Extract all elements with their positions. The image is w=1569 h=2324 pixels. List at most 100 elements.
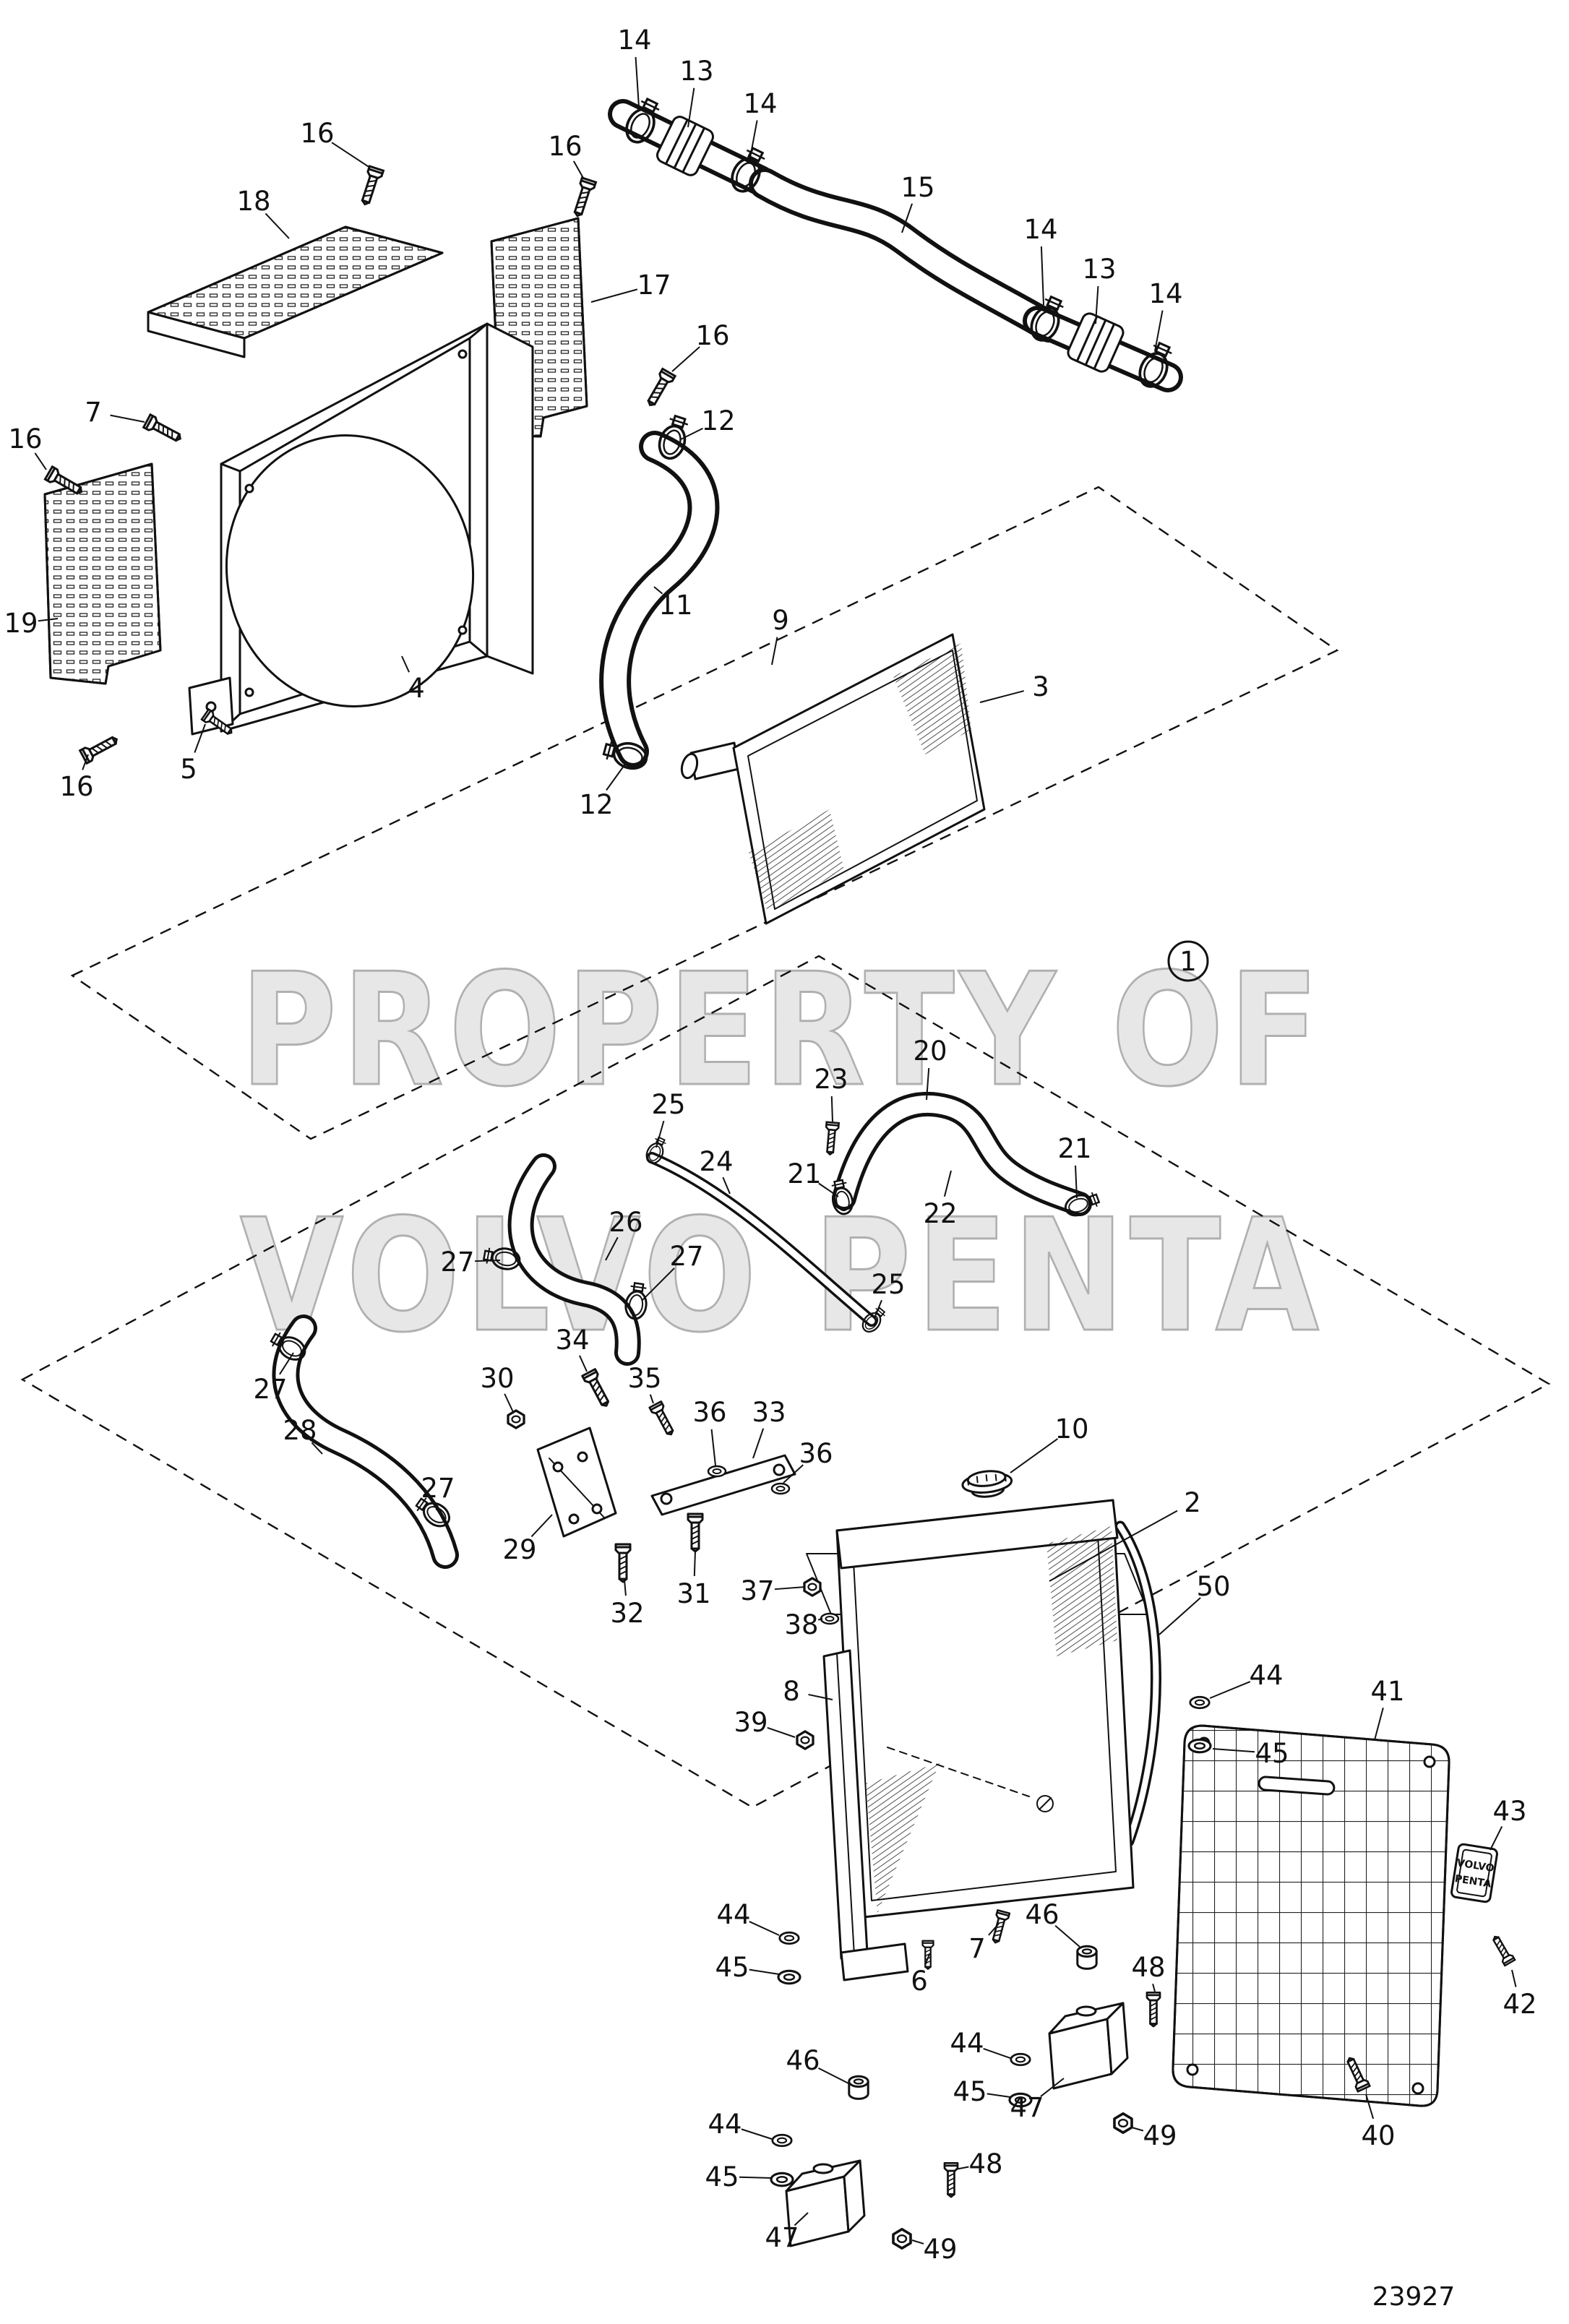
callout-label: 46: [786, 2045, 820, 2076]
callout-leader-line: [983, 2047, 1011, 2059]
callout-leader-line: [671, 346, 700, 372]
callout-label: 45: [705, 2161, 739, 2192]
callout-leader-line: [830, 1096, 833, 1122]
callout-leader-line: [687, 87, 695, 128]
washer-icon: [770, 1482, 791, 1495]
callout-leader-line: [767, 1726, 796, 1738]
screw-icon: [1489, 1932, 1516, 1967]
callout-leader-line: [474, 1260, 501, 1262]
callout-label: 1: [1179, 946, 1197, 977]
screw-icon: [142, 413, 185, 447]
screw-icon: [988, 1909, 1011, 1945]
callout-leader-line: [1054, 1924, 1080, 1948]
callout-leader-line: [749, 120, 758, 158]
callout-label: 16: [59, 771, 93, 802]
callout-label: 14: [617, 25, 651, 56]
callout-leader-line: [504, 1393, 514, 1413]
screw-icon: [921, 1940, 934, 1970]
callout-leader-line: [739, 2176, 773, 2179]
callout-label: 44: [1249, 1660, 1283, 1691]
callout-leader-line: [1154, 310, 1164, 352]
callout-leader-line: [749, 1921, 780, 1936]
nut-icon: [507, 1409, 525, 1429]
part-side-plate-left: [43, 462, 162, 685]
screw-icon: [943, 2161, 959, 2198]
callout-leader-line: [680, 427, 703, 440]
callout-label: 16: [8, 423, 42, 455]
washer-icon: [778, 1931, 800, 1945]
callout-label: 49: [1143, 2120, 1177, 2151]
part-main-radiator: [796, 1470, 1161, 2101]
callout-leader-line: [1159, 1597, 1201, 1635]
callout-label: 31: [676, 1578, 710, 1609]
callout-leader-line: [901, 203, 914, 233]
part-s-hose: [599, 412, 720, 773]
callout-label: 41: [1370, 1676, 1404, 1707]
callout-label: 16: [695, 320, 729, 351]
rubber-bushing-icon: [1076, 1945, 1098, 1971]
screw-icon: [687, 1512, 704, 1553]
callout-label: 33: [752, 1397, 786, 1428]
callout-label: 23: [814, 1064, 848, 1095]
callout-label: 11: [658, 590, 692, 621]
part-mounting-feet: [770, 1695, 1212, 2250]
callout-label: 40: [1361, 2120, 1395, 2151]
callout-label: 2: [1184, 1487, 1201, 1518]
callout-circle: [1167, 940, 1209, 982]
callout-leader-line: [1010, 1438, 1059, 1473]
callout-leader-line: [943, 1170, 952, 1197]
callout-leader-line: [1212, 1748, 1255, 1753]
callout-label: 6: [911, 1966, 928, 1997]
callout-leader-line: [641, 1268, 675, 1301]
callout-leader-line: [572, 160, 585, 180]
radiator-cap: [961, 1470, 1013, 1498]
callout-label: 16: [548, 131, 582, 162]
callout-leader-line: [1511, 1969, 1517, 1987]
callout-label: 12: [701, 405, 735, 436]
callout-leader-line: [1490, 1826, 1503, 1851]
callout-label: 24: [699, 1146, 733, 1177]
callout-label: 39: [734, 1707, 768, 1738]
callout-leader-line: [979, 690, 1025, 703]
callout-label: 38: [784, 1609, 818, 1640]
callout-leader-line: [817, 1618, 823, 1621]
callout-leader-line: [808, 1693, 833, 1700]
callout-label: 20: [913, 1036, 947, 1067]
washer-icon: [771, 2133, 793, 2148]
callout-label: 21: [1057, 1133, 1091, 1164]
callout-leader-line: [1152, 1983, 1156, 1992]
callout-label: 35: [627, 1363, 661, 1394]
callout-leader-line: [34, 452, 47, 470]
callout-label: 46: [1025, 1899, 1059, 1930]
callout-label: 3: [1032, 671, 1049, 702]
callout-label: 9: [772, 605, 789, 636]
callout-leader-line: [741, 2128, 773, 2140]
callout-leader-line: [1209, 1681, 1251, 1699]
washer-icon: [820, 1612, 840, 1625]
callout-label: 45: [953, 2076, 986, 2107]
callout-label: 27: [669, 1241, 703, 1272]
callout-label: 30: [480, 1363, 514, 1394]
callout-label: 49: [923, 2234, 957, 2265]
callout-leader-line: [986, 2093, 1011, 2098]
callout-leader-line: [722, 1176, 731, 1195]
part-charge-air-cooler: [680, 633, 986, 925]
callout-leader-line: [1049, 1510, 1178, 1582]
callout-label: 14: [1148, 278, 1182, 309]
callout-label: 44: [950, 2028, 984, 2059]
callout-label: 19: [4, 608, 38, 639]
callout-leader-line: [794, 2212, 809, 2226]
screw-icon: [1145, 1991, 1161, 2028]
callout-leader-line: [279, 1352, 294, 1375]
callout-leader-line: [579, 1355, 588, 1372]
screw-icon: [648, 1400, 679, 1439]
callout-label: 34: [555, 1325, 589, 1356]
callout-label: 7: [85, 397, 102, 428]
screw-icon: [614, 1543, 632, 1583]
callout-label: 44: [708, 2109, 741, 2140]
callout-label: 4: [408, 673, 425, 704]
part-drain-pipe: [642, 1135, 889, 1336]
callout-label: 22: [923, 1198, 957, 1229]
callout-leader-line: [924, 1953, 930, 1965]
